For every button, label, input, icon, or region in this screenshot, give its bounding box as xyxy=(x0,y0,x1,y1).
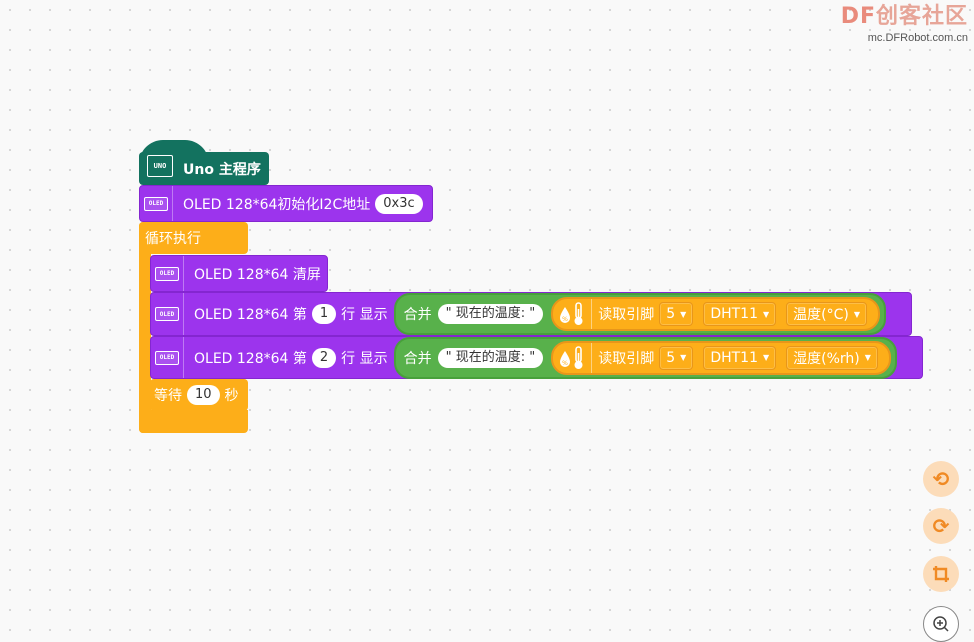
pin-value: 5 xyxy=(666,306,676,322)
measure-dropdown[interactable]: 温度(°C) ▼ xyxy=(786,302,868,326)
wait-prefix: 等待 xyxy=(154,388,182,404)
caret-down-icon: ▼ xyxy=(853,309,861,319)
oled-icon: OLED xyxy=(155,350,179,365)
caret-down-icon: ▼ xyxy=(763,353,770,362)
wait-suffix: 秒 xyxy=(224,388,239,404)
caret-down-icon: ▼ xyxy=(680,353,687,362)
zoom-in-icon xyxy=(933,616,949,632)
thermometer-humidity-icon: % xyxy=(560,302,583,325)
watermark: DF创客社区 mc.DFRobot.com.cn xyxy=(841,4,968,44)
zoom-in-button[interactable] xyxy=(923,606,959,642)
oled-line2-prefix: OLED 128*64 第 xyxy=(194,350,307,367)
concat-label: 合并 xyxy=(403,307,432,323)
loop-block-arm[interactable] xyxy=(139,222,151,433)
wait-block[interactable]: 等待 10 秒 xyxy=(150,379,248,411)
pin-dropdown[interactable]: 5▼ xyxy=(659,302,694,326)
undo-icon: ⟲ xyxy=(932,467,950,491)
loop-block[interactable]: 循环执行 xyxy=(139,222,248,254)
caret-down-icon: ▼ xyxy=(680,309,687,319)
line-number-input[interactable]: 2 xyxy=(311,347,337,368)
sensor-dropdown[interactable]: DHT11 ▼ xyxy=(703,302,777,326)
oled-display-line1-block[interactable]: OLED OLED 128*64 第 1 行 显示 合并 " 现在的温度: " … xyxy=(150,292,912,336)
oled-line2-icon-slot: OLED xyxy=(151,337,184,378)
uno-board-icon-label: UNO xyxy=(153,162,167,170)
string-input[interactable]: " 现在的温度: " xyxy=(437,304,544,324)
measure-value: 湿度(%rh) xyxy=(793,350,860,367)
svg-text:%: % xyxy=(562,360,568,367)
pin-dropdown[interactable]: 5▼ xyxy=(659,345,694,370)
main-program-label: Uno 主程序 xyxy=(183,161,261,178)
string-input[interactable]: " 现在的温度: " xyxy=(437,347,544,368)
oled-clear-icon-slot: OLED xyxy=(151,256,184,291)
oled-clear-block[interactable]: OLED OLED 128*64 清屏 xyxy=(150,255,328,292)
oled-icon: OLED xyxy=(155,266,179,281)
oled-icon-label: OLED xyxy=(159,354,175,361)
caret-down-icon: ▼ xyxy=(763,309,770,319)
oled-icon-label: OLED xyxy=(148,200,164,207)
dht-sensor-icon: % xyxy=(553,299,593,329)
main-program-block[interactable]: UNO Uno 主程序 xyxy=(139,152,269,185)
concat-block[interactable]: 合并 " 现在的温度: " % 读取引脚 5▼ DHT11▼ 温度(°C)▼ xyxy=(393,293,887,335)
oled-init-icon-slot: OLED xyxy=(140,186,173,221)
dht-read-block[interactable]: % 读取引脚 5▼ DHT11▼ 温度(°C)▼ xyxy=(551,297,881,331)
sensor-value: DHT11 xyxy=(710,306,758,322)
measure-dropdown[interactable]: 湿度(%rh) ▼ xyxy=(786,345,878,370)
oled-icon: OLED xyxy=(144,196,168,211)
loop-block-bottom[interactable] xyxy=(139,410,248,433)
dht-read-label: 读取引脚 xyxy=(598,307,655,323)
watermark-logo: DF创客社区 xyxy=(841,4,968,30)
watermark-url: mc.DFRobot.com.cn xyxy=(867,32,968,44)
oled-icon: OLED xyxy=(155,307,179,321)
i2c-address-input[interactable]: 0x3c xyxy=(375,193,423,214)
pin-value: 5 xyxy=(666,349,676,366)
dht-read-label: 读取引脚 xyxy=(598,350,655,367)
oled-line1-suffix: 行 显示 xyxy=(341,307,388,323)
watermark-brand-name: 创客社区 xyxy=(875,4,968,29)
uno-board-icon: UNO xyxy=(147,155,173,177)
sensor-dropdown[interactable]: DHT11 ▼ xyxy=(703,345,777,370)
redo-icon: ⟳ xyxy=(932,514,950,538)
oled-display-line2-block[interactable]: OLED OLED 128*64 第 2 行 显示 合并 " 现在的温度: " … xyxy=(150,336,923,379)
measure-value: 温度(°C) xyxy=(793,307,849,323)
oled-icon-label: OLED xyxy=(159,270,175,277)
oled-line2-suffix: 行 显示 xyxy=(341,350,388,367)
oled-init-label: OLED 128*64初始化I2C地址 xyxy=(183,196,371,213)
dht-sensor-icon: % xyxy=(553,342,593,373)
wait-seconds-input[interactable]: 10 xyxy=(187,385,220,405)
thermometer-humidity-icon: % xyxy=(560,345,583,369)
oled-clear-label: OLED 128*64 清屏 xyxy=(194,266,321,283)
concat-label: 合并 xyxy=(403,350,432,367)
sensor-value: DHT11 xyxy=(710,349,758,366)
crop-icon xyxy=(933,566,949,582)
oled-line1-icon-slot: OLED xyxy=(151,293,184,335)
line-number-input[interactable]: 1 xyxy=(311,304,337,324)
loop-label: 循环执行 xyxy=(145,231,201,247)
oled-line1-prefix: OLED 128*64 第 xyxy=(194,307,307,323)
redo-button[interactable]: ⟳ xyxy=(923,508,959,544)
undo-button[interactable]: ⟲ xyxy=(923,461,959,497)
svg-text:%: % xyxy=(562,316,568,323)
crop-button[interactable] xyxy=(923,556,959,592)
watermark-brand-df: DF xyxy=(840,4,876,29)
oled-icon-label: OLED xyxy=(159,310,175,318)
caret-down-icon: ▼ xyxy=(864,353,871,362)
dht-read-block[interactable]: % 读取引脚 5▼ DHT11▼ 湿度(%rh)▼ xyxy=(551,340,891,375)
oled-init-block[interactable]: OLED OLED 128*64初始化I2C地址 0x3c xyxy=(139,185,433,222)
concat-block[interactable]: 合并 " 现在的温度: " % 读取引脚 5▼ DHT11▼ 湿度(%rh)▼ xyxy=(393,336,897,379)
